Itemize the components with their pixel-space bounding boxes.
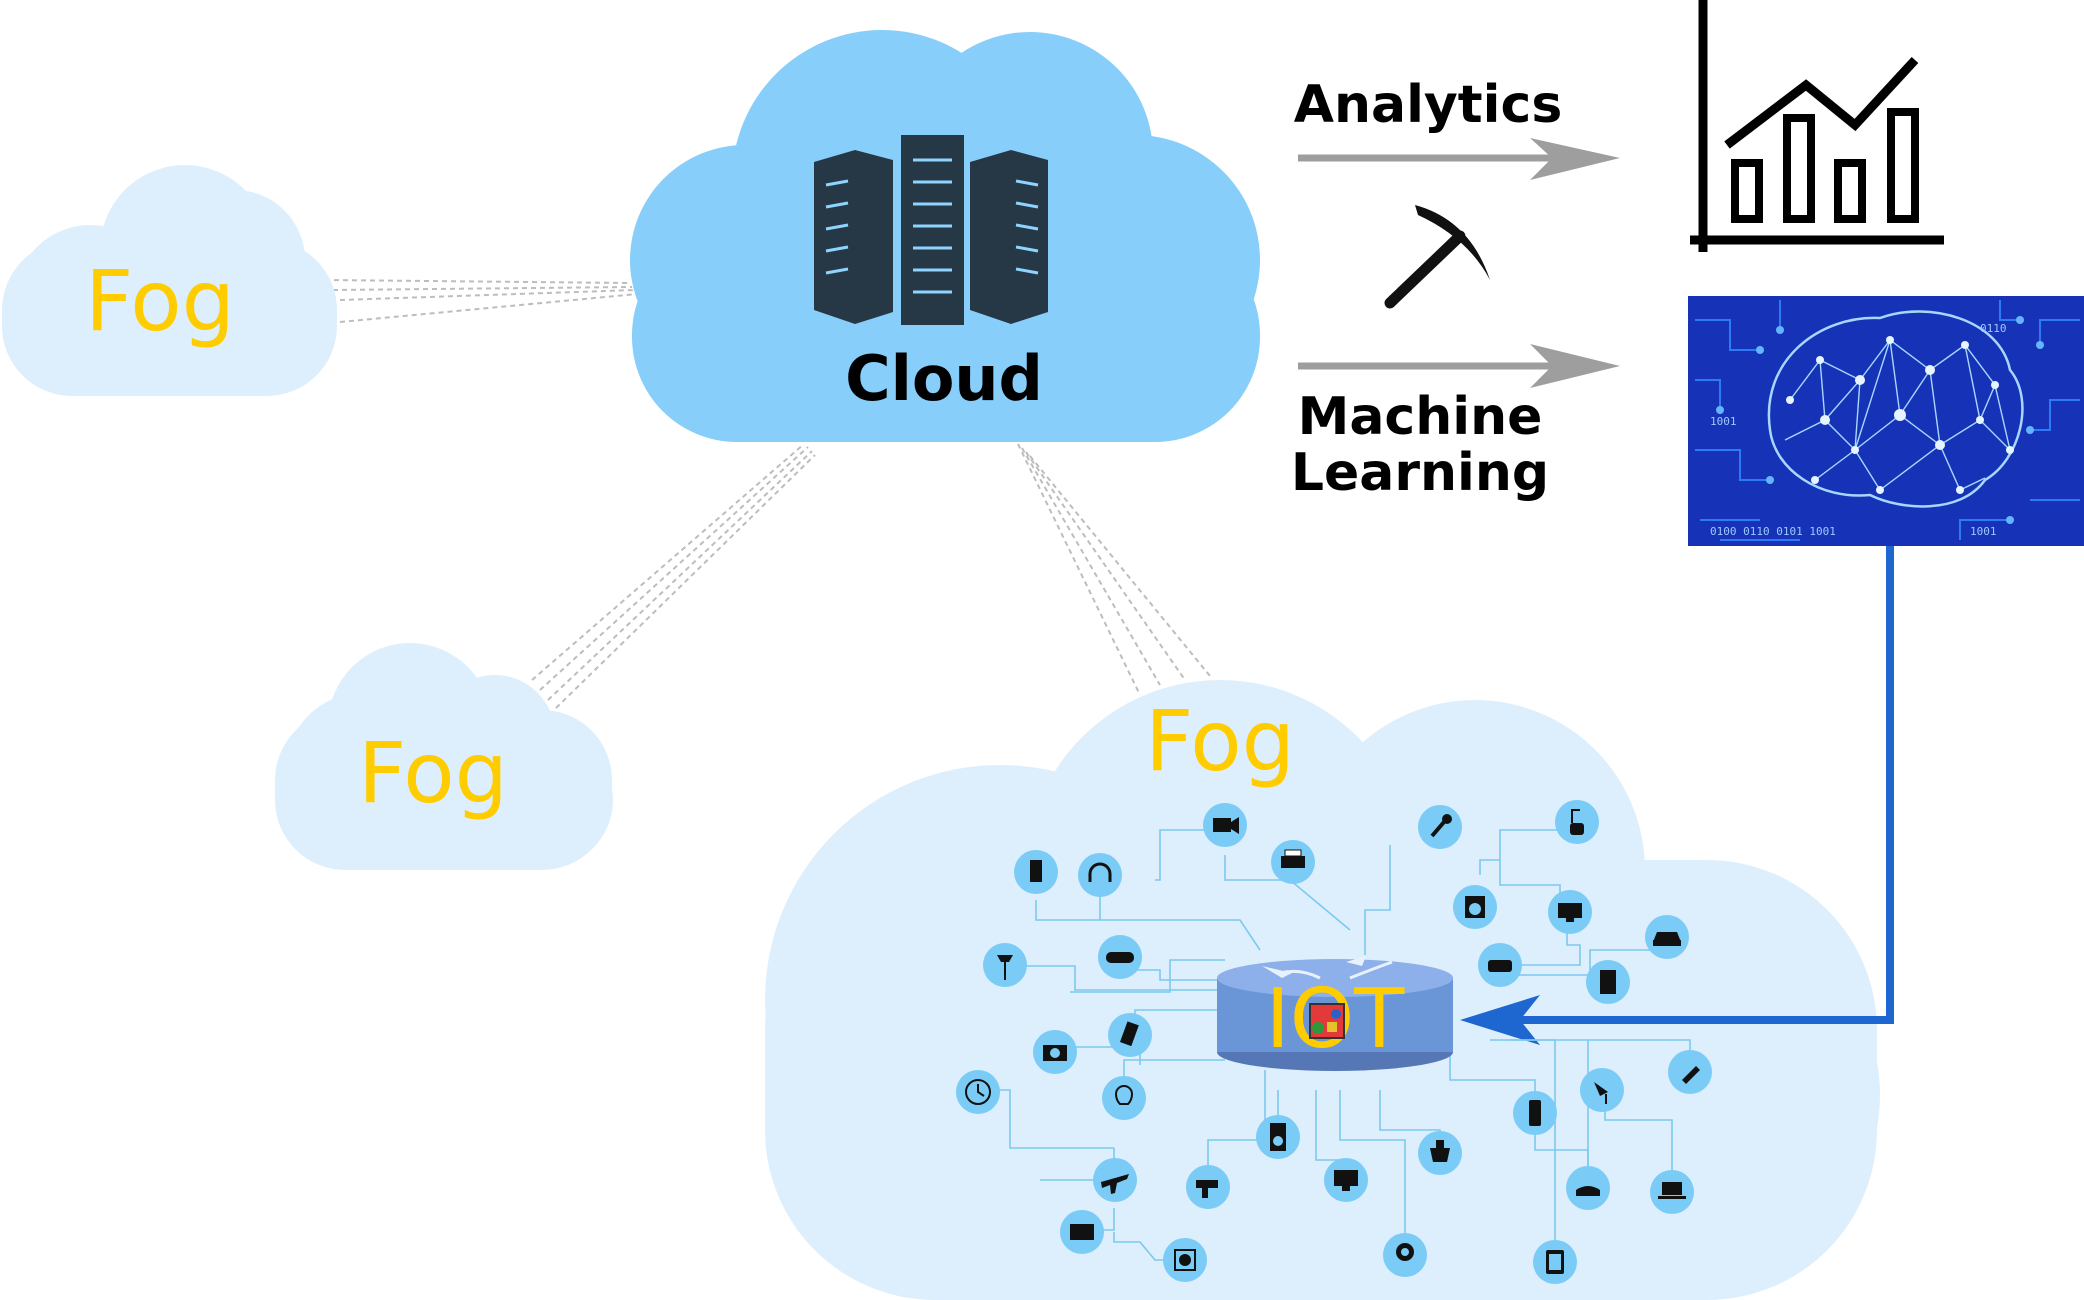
circuit-binary-text: 0100 0110 0101 1001 bbox=[1710, 525, 1836, 538]
iot-device-glyphs bbox=[965, 809, 1700, 1274]
connection-line bbox=[539, 446, 809, 691]
fog-label-middle: Fog bbox=[358, 724, 508, 822]
connection-line bbox=[339, 293, 638, 323]
machine-learning-label-line1: Machine bbox=[1298, 387, 1543, 447]
connection-line bbox=[1021, 447, 1161, 686]
fog-cloud-left bbox=[2, 165, 337, 396]
connection-line bbox=[339, 289, 636, 301]
connection-line bbox=[1025, 451, 1186, 681]
circuit-binary-text: 1001 bbox=[1970, 525, 1997, 538]
circuit-binary-text: 0110 bbox=[1980, 322, 2007, 335]
machine-learning-arrow bbox=[1298, 344, 1620, 388]
analytics-arrow bbox=[1298, 138, 1620, 180]
fog-label-left: Fog bbox=[85, 252, 235, 350]
analytics-label: Analytics bbox=[1294, 75, 1563, 135]
pickaxe-icon bbox=[1384, 205, 1490, 309]
light-bulb-icon bbox=[1102, 1076, 1146, 1120]
connection-line bbox=[555, 454, 816, 709]
fog-label-bottom: Fog bbox=[1145, 692, 1295, 790]
analytics-chart-icon bbox=[1690, 0, 1944, 252]
connection-line bbox=[324, 279, 631, 284]
vacuum-cleaner-icon bbox=[1555, 800, 1599, 844]
feedback-arrow bbox=[1460, 546, 1894, 1045]
cloud-label: Cloud bbox=[845, 342, 1043, 415]
machine-learning-brain-image: 0110 1001 0100 0110 0101 1001 1001 bbox=[1688, 296, 2084, 546]
server-rack-icon bbox=[814, 135, 1048, 325]
headphones-icon bbox=[1078, 853, 1122, 897]
connection-lines bbox=[324, 279, 1211, 709]
connection-line bbox=[332, 286, 633, 291]
chip-icon bbox=[1309, 1003, 1345, 1039]
connection-line bbox=[1029, 455, 1211, 677]
fog-cloud-middle bbox=[275, 643, 613, 870]
connection-line bbox=[1017, 443, 1141, 696]
connection-line bbox=[547, 450, 813, 701]
circuit-binary-text: 1001 bbox=[1710, 415, 1737, 428]
connection-line bbox=[531, 443, 805, 681]
machine-learning-label-line2: Learning bbox=[1291, 443, 1549, 503]
